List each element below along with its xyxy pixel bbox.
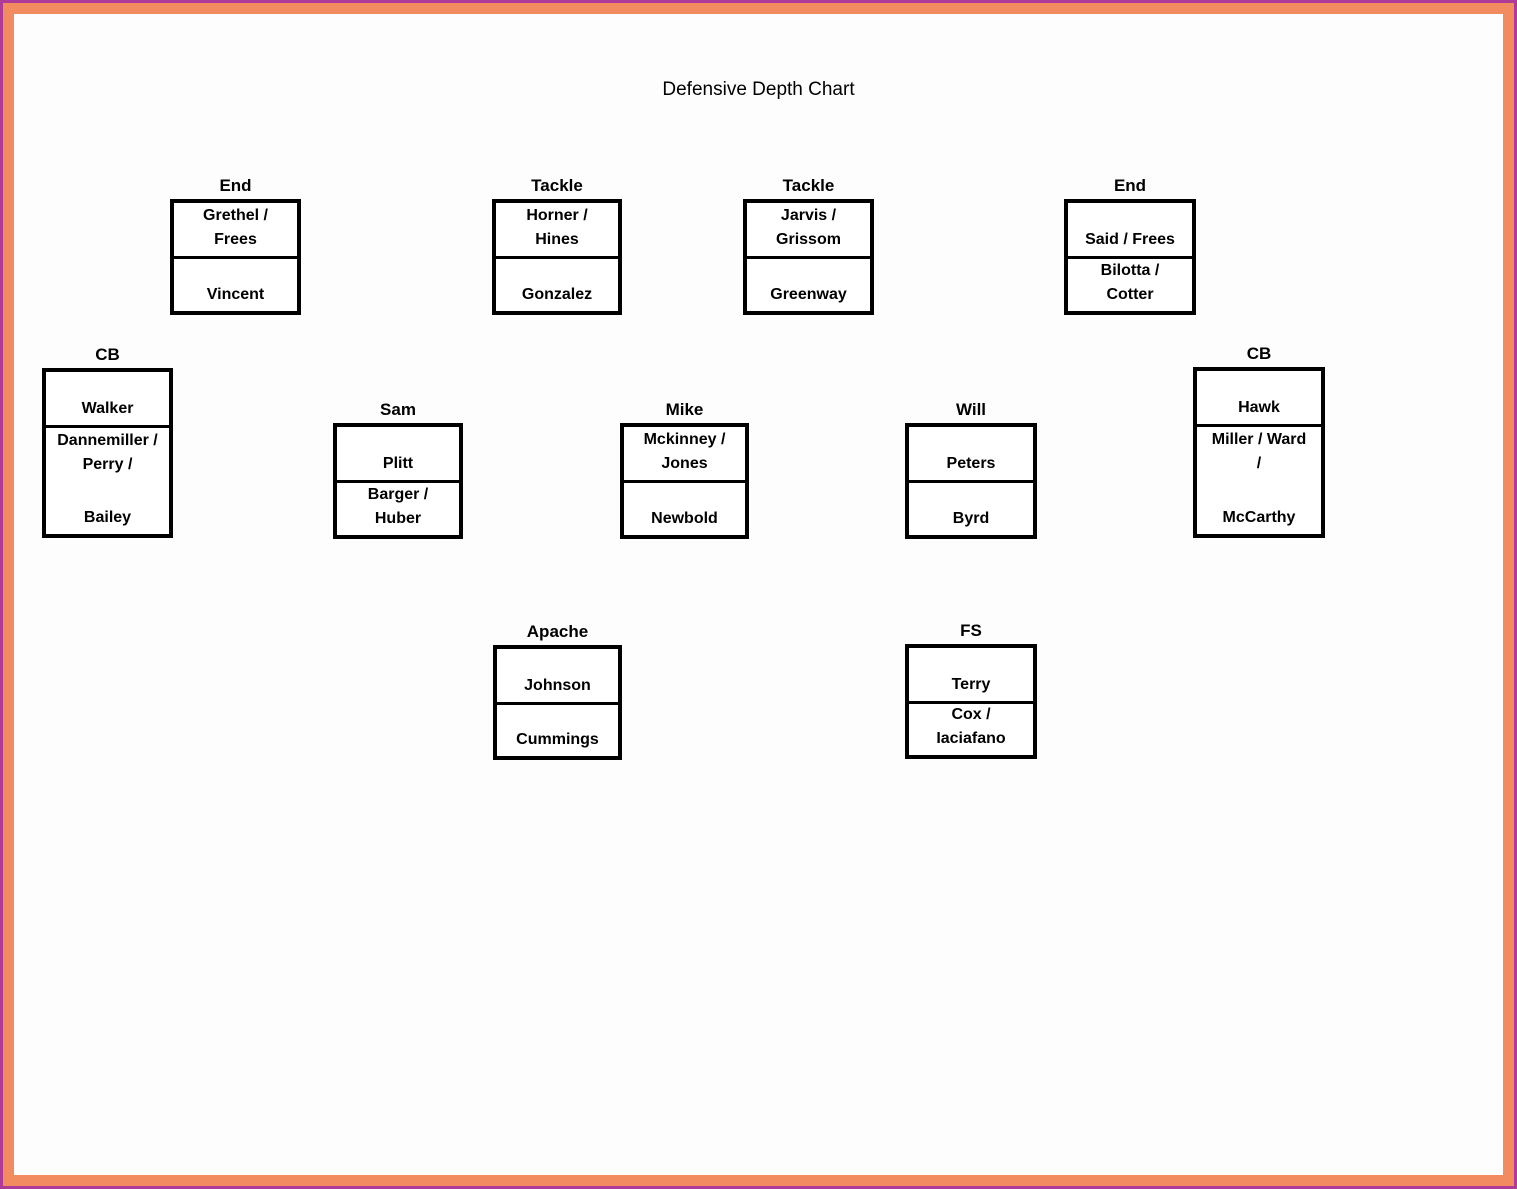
backup-names-top: Miller / Ward / xyxy=(1212,428,1307,476)
position-label: FS xyxy=(960,621,982,640)
chart-title: Defensive Depth Chart xyxy=(662,79,855,100)
starter-cell: Jarvis / Grissom xyxy=(747,203,870,256)
backup-names-top: Dannemiller / Perry / xyxy=(57,429,157,477)
player-name: Mckinney / xyxy=(643,431,726,448)
position-group-will: Will Peters Byrd xyxy=(905,400,1037,539)
player-name: Frees xyxy=(214,231,257,248)
player-name: Huber xyxy=(374,510,422,527)
player-name: Miller / Ward xyxy=(1211,431,1307,448)
player-name: Newbold xyxy=(651,510,718,527)
starter-cell: Johnson xyxy=(497,649,618,702)
backup-cell: Greenway xyxy=(747,256,870,311)
player-name: Bilotta / xyxy=(1100,262,1160,279)
position-label: Mike xyxy=(665,400,704,419)
depth-box: Said / Frees Bilotta / Cotter xyxy=(1064,199,1196,315)
position-group-mike: Mike Mckinney / Jones Newbold xyxy=(620,400,749,539)
player-name: Dannemiller / xyxy=(57,432,158,449)
player-name: Jones xyxy=(661,455,708,472)
player-name: Vincent xyxy=(206,286,265,303)
depth-box: Plitt Barger / Huber xyxy=(333,423,463,539)
position-label: End xyxy=(1113,176,1147,195)
player-name: Byrd xyxy=(952,510,990,527)
depth-box: Hawk Miller / Ward / McCarthy xyxy=(1193,367,1325,538)
player-name: Gonzalez xyxy=(521,286,593,303)
player-name: Johnson xyxy=(524,677,591,694)
player-name: Grethel / xyxy=(203,207,268,224)
player-name: Hawk xyxy=(1238,399,1280,416)
player-name: Peters xyxy=(946,455,996,472)
backup-cell: Cummings xyxy=(497,702,618,756)
position-group-end-left: End Grethel / Frees Vincent xyxy=(170,176,301,315)
starter-cell: Mckinney / Jones xyxy=(624,427,745,480)
position-label: Tackle xyxy=(531,176,583,195)
player-name: Greenway xyxy=(770,286,847,303)
position-label: Sam xyxy=(380,400,416,419)
position-label: CB xyxy=(95,345,120,364)
player-name: Terry xyxy=(951,676,991,693)
player-name: Horner / xyxy=(526,207,588,224)
player-name: Grissom xyxy=(776,231,841,248)
backup-cell: Cox / Iaciafano xyxy=(909,701,1033,755)
backup-cell: Byrd xyxy=(909,480,1033,535)
backup-cell: Newbold xyxy=(624,480,745,535)
position-label: Apache xyxy=(526,622,589,641)
starter-cell: Grethel / Frees xyxy=(174,203,297,256)
player-name: Cotter xyxy=(1106,286,1154,303)
player-name: Walker xyxy=(81,400,134,417)
backup-cell: Vincent xyxy=(174,256,297,311)
backup-cell: Barger / Huber xyxy=(337,480,459,535)
player-name: Bailey xyxy=(83,509,132,526)
position-group-fs: FS Terry Cox / Iaciafano xyxy=(905,621,1037,759)
position-group-cb-right: CB Hawk Miller / Ward / McCarthy xyxy=(1193,344,1325,538)
position-label: Tackle xyxy=(782,176,835,195)
starter-cell: Horner / Hines xyxy=(496,203,618,256)
player-name: Jarvis / xyxy=(780,207,837,224)
position-group-tackle-right: Tackle Jarvis / Grissom Greenway xyxy=(743,176,874,315)
position-group-cb-left: CB Walker Dannemiller / Perry / Bailey xyxy=(42,345,173,538)
starter-cell: Hawk xyxy=(1197,371,1321,424)
player-name: McCarthy xyxy=(1222,509,1296,526)
depth-box: Jarvis / Grissom Greenway xyxy=(743,199,874,315)
player-name: Iaciafano xyxy=(936,730,1006,747)
depth-box: Terry Cox / Iaciafano xyxy=(905,644,1037,759)
depth-box: Grethel / Frees Vincent xyxy=(170,199,301,315)
backup-cell: Gonzalez xyxy=(496,256,618,311)
starter-cell: Walker xyxy=(46,372,169,425)
backup-cell: Miller / Ward / McCarthy xyxy=(1197,424,1321,534)
starter-cell: Plitt xyxy=(337,427,459,480)
player-name: Hines xyxy=(535,231,579,248)
position-label: End xyxy=(219,176,252,195)
starter-cell: Terry xyxy=(909,648,1033,701)
player-name: Cox / xyxy=(951,706,991,723)
position-group-tackle-left: Tackle Horner / Hines Gonzalez xyxy=(492,176,622,315)
depth-box: Mckinney / Jones Newbold xyxy=(620,423,749,539)
starter-cell: Said / Frees xyxy=(1068,203,1192,256)
starter-cell: Peters xyxy=(909,427,1033,480)
player-name: Barger / xyxy=(367,486,429,503)
player-name: Cummings xyxy=(516,731,599,748)
depth-box: Peters Byrd xyxy=(905,423,1037,539)
depth-box: Walker Dannemiller / Perry / Bailey xyxy=(42,368,173,538)
position-group-end-right: End Said / Frees Bilotta / Cotter xyxy=(1064,176,1196,315)
player-name: Perry / xyxy=(82,456,133,473)
player-name: / xyxy=(1256,455,1262,472)
backup-cell: Dannemiller / Perry / Bailey xyxy=(46,425,169,534)
player-name: Plitt xyxy=(382,455,414,472)
player-name: Said / Frees xyxy=(1085,231,1175,248)
depth-box: Johnson Cummings xyxy=(493,645,622,760)
depth-box: Horner / Hines Gonzalez xyxy=(492,199,622,315)
position-label: Will xyxy=(955,400,987,419)
backup-cell: Bilotta / Cotter xyxy=(1068,256,1192,311)
position-group-apache: Apache Johnson Cummings xyxy=(493,622,622,760)
position-label: CB xyxy=(1246,344,1272,363)
position-group-sam: Sam Plitt Barger / Huber xyxy=(333,400,463,539)
